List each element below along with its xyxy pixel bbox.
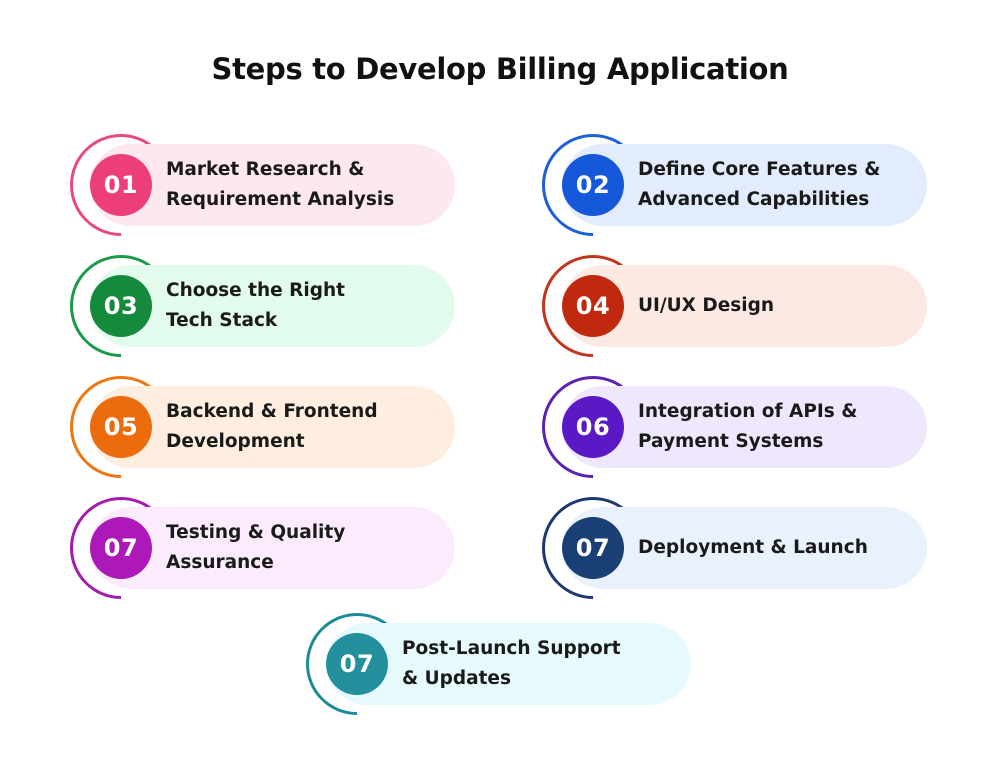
step-number-badge: 07 <box>326 633 388 695</box>
step-card: 04 UI/UX Design <box>520 233 932 379</box>
step-label: Define Core Features & Advanced Capabili… <box>638 159 881 210</box>
step-number-badge: 01 <box>90 154 152 216</box>
step-card: 01 Market Research & Requirement Analysi… <box>48 112 460 258</box>
step-number-badge: 02 <box>562 154 624 216</box>
step-card: 07 Post-Launch Support & Updates <box>284 591 696 737</box>
step-label: Market Research & Requirement Analysis <box>166 159 395 210</box>
step-label: Post-Launch Support & Updates <box>402 638 621 689</box>
step-label: Choose the Right Tech Stack <box>166 280 346 331</box>
step-label: Integration of APIs & Payment Systems <box>638 401 858 452</box>
step-label: UI/UX Design <box>638 295 775 316</box>
step-number-badge: 06 <box>562 396 624 458</box>
step-label: Testing & Quality Assurance <box>166 522 346 573</box>
step-label: Backend & Frontend Development <box>166 401 378 452</box>
step-card: 02 Define Core Features & Advanced Capab… <box>520 112 932 258</box>
step-card: 07 Testing & Quality Assurance <box>48 475 460 621</box>
step-label: Deployment & Launch <box>638 537 868 558</box>
step-card: 03 Choose the Right Tech Stack <box>48 233 460 379</box>
step-card: 05 Backend & Frontend Development <box>48 354 460 500</box>
step-number-badge: 04 <box>562 275 624 337</box>
step-number-badge: 03 <box>90 275 152 337</box>
step-card: 07 Deployment & Launch <box>520 475 932 621</box>
step-number-badge: 07 <box>562 517 624 579</box>
step-number-badge: 05 <box>90 396 152 458</box>
step-number-badge: 07 <box>90 517 152 579</box>
step-card: 06 Integration of APIs & Payment Systems <box>520 354 932 500</box>
page-title: Steps to Develop Billing Application <box>211 52 789 86</box>
